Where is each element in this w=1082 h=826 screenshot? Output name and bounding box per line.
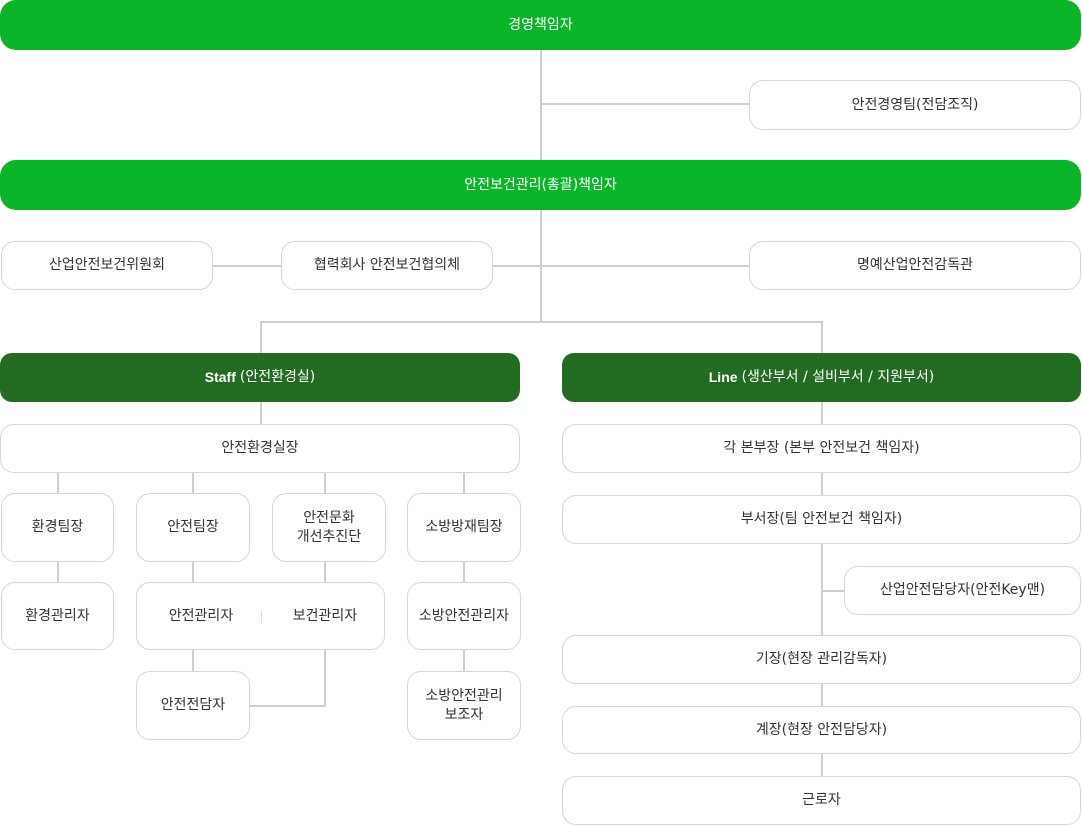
connector-line xyxy=(260,402,262,424)
connector-line xyxy=(821,754,823,776)
safety-officer-box: 안전전담자 xyxy=(136,671,250,740)
connector-line xyxy=(821,473,823,495)
dept-heads-label: 부서장(팀 안전보건 책임자) xyxy=(740,511,903,527)
division-heads-box: 각 본부장 (본부 안전보건 책임자) xyxy=(562,424,1081,473)
staff-header-bold: Staff xyxy=(204,369,236,385)
connector-line xyxy=(463,650,465,671)
connector-line xyxy=(324,562,326,582)
safety-team-lead-box: 안전팀장 xyxy=(136,493,250,562)
staff-header-text: (안전환경실) xyxy=(239,369,316,385)
env-team-lead-box: 환경팀장 xyxy=(1,493,114,562)
connector-line xyxy=(821,321,823,353)
line-header: Line (생산부서 / 설비부서 / 지원부서) xyxy=(562,353,1081,402)
safety-officer-label: 안전전담자 xyxy=(160,697,226,713)
chief-worker-label: 계장(현장 안전담당자) xyxy=(755,721,888,738)
safety-health-manager-box: 안전관리자 보건관리자 xyxy=(136,582,385,650)
connector-line xyxy=(493,265,749,267)
connector-line xyxy=(192,562,194,582)
connector-line xyxy=(213,265,281,267)
staff-director-box: 안전환경실장 xyxy=(0,424,520,473)
line-header-text: (생산부서 / 설비부서 / 지원부서) xyxy=(741,369,935,385)
partner-council-box: 협력회사 안전보건협의체 xyxy=(281,241,493,290)
honorary-supervisor-label: 명예산업안전감독관 xyxy=(857,257,973,273)
division-heads-label: 각 본부장 (본부 안전보건 책임자) xyxy=(723,440,920,456)
foreman-label: 기장(현장 관리감독자) xyxy=(755,651,888,667)
connector-line xyxy=(821,684,823,706)
fire-team-lead-box: 소방방재팀장 xyxy=(407,493,521,562)
connector-line xyxy=(260,321,822,323)
fire-safety-assistant-box: 소방안전관리 보조자 xyxy=(407,671,521,740)
env-team-lead-label: 환경팀장 xyxy=(31,519,84,535)
connector-line xyxy=(324,650,326,706)
connector-line xyxy=(463,473,465,493)
env-manager-label: 환경관리자 xyxy=(25,607,90,624)
connector-line xyxy=(821,544,823,635)
workers-label: 근로자 xyxy=(802,792,841,808)
safety-mgmt-team-label: 안전경영팀(전담조직) xyxy=(851,96,979,113)
foreman-box: 기장(현장 관리감독자) xyxy=(562,635,1081,684)
industrial-committee-box: 산업안전보건위원회 xyxy=(1,241,213,290)
line-header-bold: Line xyxy=(708,369,738,385)
safety-mgmt-team-box: 안전경영팀(전담조직) xyxy=(749,80,1081,130)
key-man-label: 산업안전담당자(안전Key맨) xyxy=(879,582,1046,598)
dept-heads-box: 부서장(팀 안전보건 책임자) xyxy=(562,495,1081,544)
partner-council-label: 협력회사 안전보건협의체 xyxy=(313,257,461,273)
staff-director-label: 안전환경실장 xyxy=(221,440,299,456)
culture-promo-box: 안전문화 개선추진단 xyxy=(272,493,386,562)
safety-manager-label: 안전관리자 xyxy=(168,607,234,624)
fire-safety-manager-label: 소방안전관리자 xyxy=(418,607,510,624)
honorary-supervisor-box: 명예산업안전감독관 xyxy=(749,241,1081,290)
connector-line xyxy=(260,321,262,353)
ceo-label: 경영책임자 xyxy=(508,16,573,33)
general-chief-box: 안전보건관리(총괄)책임자 xyxy=(0,160,1081,210)
connector-line xyxy=(541,103,749,105)
connector-line xyxy=(540,50,542,160)
chief-worker-box: 계장(현장 안전담당자) xyxy=(562,706,1081,754)
workers-box: 근로자 xyxy=(562,776,1081,825)
connector-line xyxy=(192,650,194,671)
connector-line xyxy=(821,402,823,424)
culture-promo-label: 안전문화 개선추진단 xyxy=(296,509,362,545)
safety-team-lead-label: 안전팀장 xyxy=(167,519,219,535)
connector-line xyxy=(57,473,59,493)
connector-line xyxy=(324,473,326,493)
connector-line xyxy=(57,562,59,582)
connector-line xyxy=(821,590,844,592)
separator xyxy=(261,611,262,623)
fire-safety-manager-box: 소방안전관리자 xyxy=(407,582,521,650)
connector-line xyxy=(249,705,326,707)
connector-line xyxy=(463,562,465,582)
industrial-committee-label: 산업안전보건위원회 xyxy=(49,257,165,273)
general-chief-label: 안전보건관리(총괄)책임자 xyxy=(464,176,617,193)
connector-line xyxy=(192,473,194,493)
fire-team-lead-label: 소방방재팀장 xyxy=(425,519,503,535)
ceo-box: 경영책임자 xyxy=(0,0,1081,50)
staff-header: Staff (안전환경실) xyxy=(0,353,520,402)
fire-safety-assistant-label: 소방안전관리 보조자 xyxy=(425,687,503,723)
env-manager-box: 환경관리자 xyxy=(1,582,114,650)
key-man-box: 산업안전담당자(안전Key맨) xyxy=(844,566,1081,615)
health-manager-label: 보건관리자 xyxy=(292,607,358,624)
